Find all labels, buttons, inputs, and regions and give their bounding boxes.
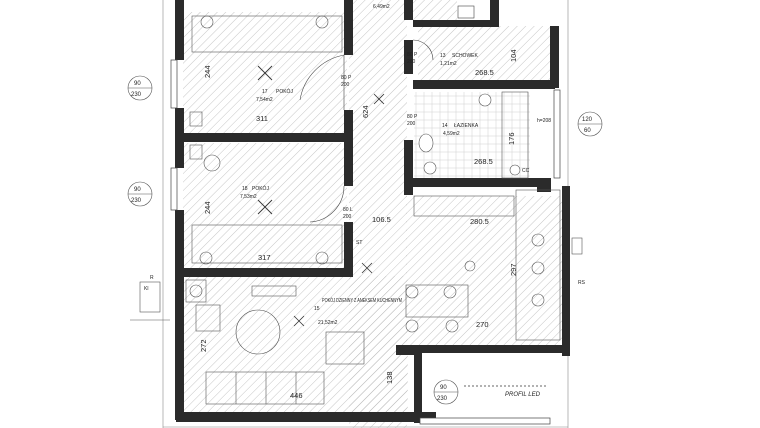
living-light-x2 xyxy=(293,315,305,327)
room-18-depth: 244 xyxy=(203,201,212,214)
room-12-floor xyxy=(407,0,457,20)
door-2-swing xyxy=(412,39,434,61)
walls xyxy=(175,0,570,423)
room-18-furniture xyxy=(189,144,343,265)
room-14-depth: 176 xyxy=(507,132,516,145)
window-3-bottom: 60 xyxy=(584,128,591,134)
room-15-depth: 272 xyxy=(199,339,208,352)
passage-width: 138 xyxy=(385,371,394,384)
room-13-floor xyxy=(418,26,556,84)
door-1-height: 200 xyxy=(341,82,350,88)
door-2-height: 200 xyxy=(407,59,416,65)
room-14-number: 14 xyxy=(442,123,448,129)
room-17-number: 17 xyxy=(262,89,268,95)
room-17-width: 311 xyxy=(256,114,268,123)
dining-set xyxy=(405,284,469,333)
window-3-top: 120 xyxy=(582,117,593,123)
marker-st: ST xyxy=(356,240,362,246)
room-13-number: 13 xyxy=(440,53,446,59)
window-2-bottom: 230 xyxy=(131,198,142,204)
bathroom-fixtures xyxy=(418,91,529,179)
room-17-furniture xyxy=(189,15,343,127)
window-1-bottom: 230 xyxy=(131,92,142,98)
door-4-height: 200 xyxy=(343,214,352,220)
marker-cc: CC xyxy=(522,168,530,174)
room-15-name-1: POKÓJ DZIENNY Z ANEKSEM KUCHENNYM xyxy=(322,297,402,304)
room-18-name: POKÓJ xyxy=(252,185,269,192)
marker-r: R xyxy=(150,275,154,281)
marker-kl: Kl xyxy=(144,286,148,292)
window-4-top: 90 xyxy=(440,385,447,391)
stair-sketch xyxy=(251,285,297,297)
window-2-top: 90 xyxy=(134,187,141,193)
wall-dim-624: 624 xyxy=(361,105,370,118)
doors-left xyxy=(299,54,345,223)
room-14-area: 4,59m2 xyxy=(443,131,460,137)
marker-rs: RS xyxy=(578,280,586,286)
room-14-width: 268.5 xyxy=(474,157,493,166)
window-4-bottom: 230 xyxy=(437,396,448,402)
hall-light-x2 xyxy=(373,93,385,105)
kitchen-floor xyxy=(406,196,566,346)
kitchen-width: 280.5 xyxy=(470,217,489,226)
rs-socket xyxy=(571,237,583,255)
hall-light-x4 xyxy=(361,262,373,274)
kitchen-depth: 297 xyxy=(509,263,518,276)
room-17-name: POKÓJ xyxy=(276,88,293,95)
door-3-type: 80 P xyxy=(407,114,418,120)
room-12-area: 6,49m2 xyxy=(373,4,390,10)
room-17-depth: 244 xyxy=(203,65,212,78)
kl-box xyxy=(139,281,161,313)
room-15-floor xyxy=(183,276,408,418)
kitchen-fixtures xyxy=(413,189,561,341)
room-13-depth: 104 xyxy=(509,49,518,62)
room-15-number: 15 xyxy=(314,306,320,312)
door-2-type: 80 P xyxy=(407,52,418,58)
room-18-width: 317 xyxy=(258,253,271,262)
windows xyxy=(170,59,561,425)
living-furniture xyxy=(185,279,365,405)
window-1-top: 90 xyxy=(134,81,141,87)
living-inner-width: 270 xyxy=(476,320,489,329)
room-17-area: 7,54m2 xyxy=(256,97,273,103)
meter-box xyxy=(457,5,475,19)
hall-width: 106.5 xyxy=(372,215,391,224)
window-height-note: h=208 xyxy=(537,118,551,124)
door-4-type: 80 L xyxy=(343,207,353,213)
profile-led-label: PROFIL LED xyxy=(505,392,541,398)
room-18-number: 18 xyxy=(242,186,248,192)
door-3-height: 200 xyxy=(407,121,416,127)
room-13-name: SCHOWEK xyxy=(452,53,479,59)
room-14-name: ŁAZIENKA xyxy=(454,123,479,129)
room-13-area: 1,21m2 xyxy=(440,61,457,67)
room-15-width: 446 xyxy=(290,391,303,400)
room-15-area: 21,52m2 xyxy=(318,320,338,326)
window-markers xyxy=(127,75,603,405)
room-13-width: 268.5 xyxy=(475,68,494,77)
door-1-type: 80 P xyxy=(341,75,352,81)
room-18-area: 7,53m2 xyxy=(240,194,257,200)
